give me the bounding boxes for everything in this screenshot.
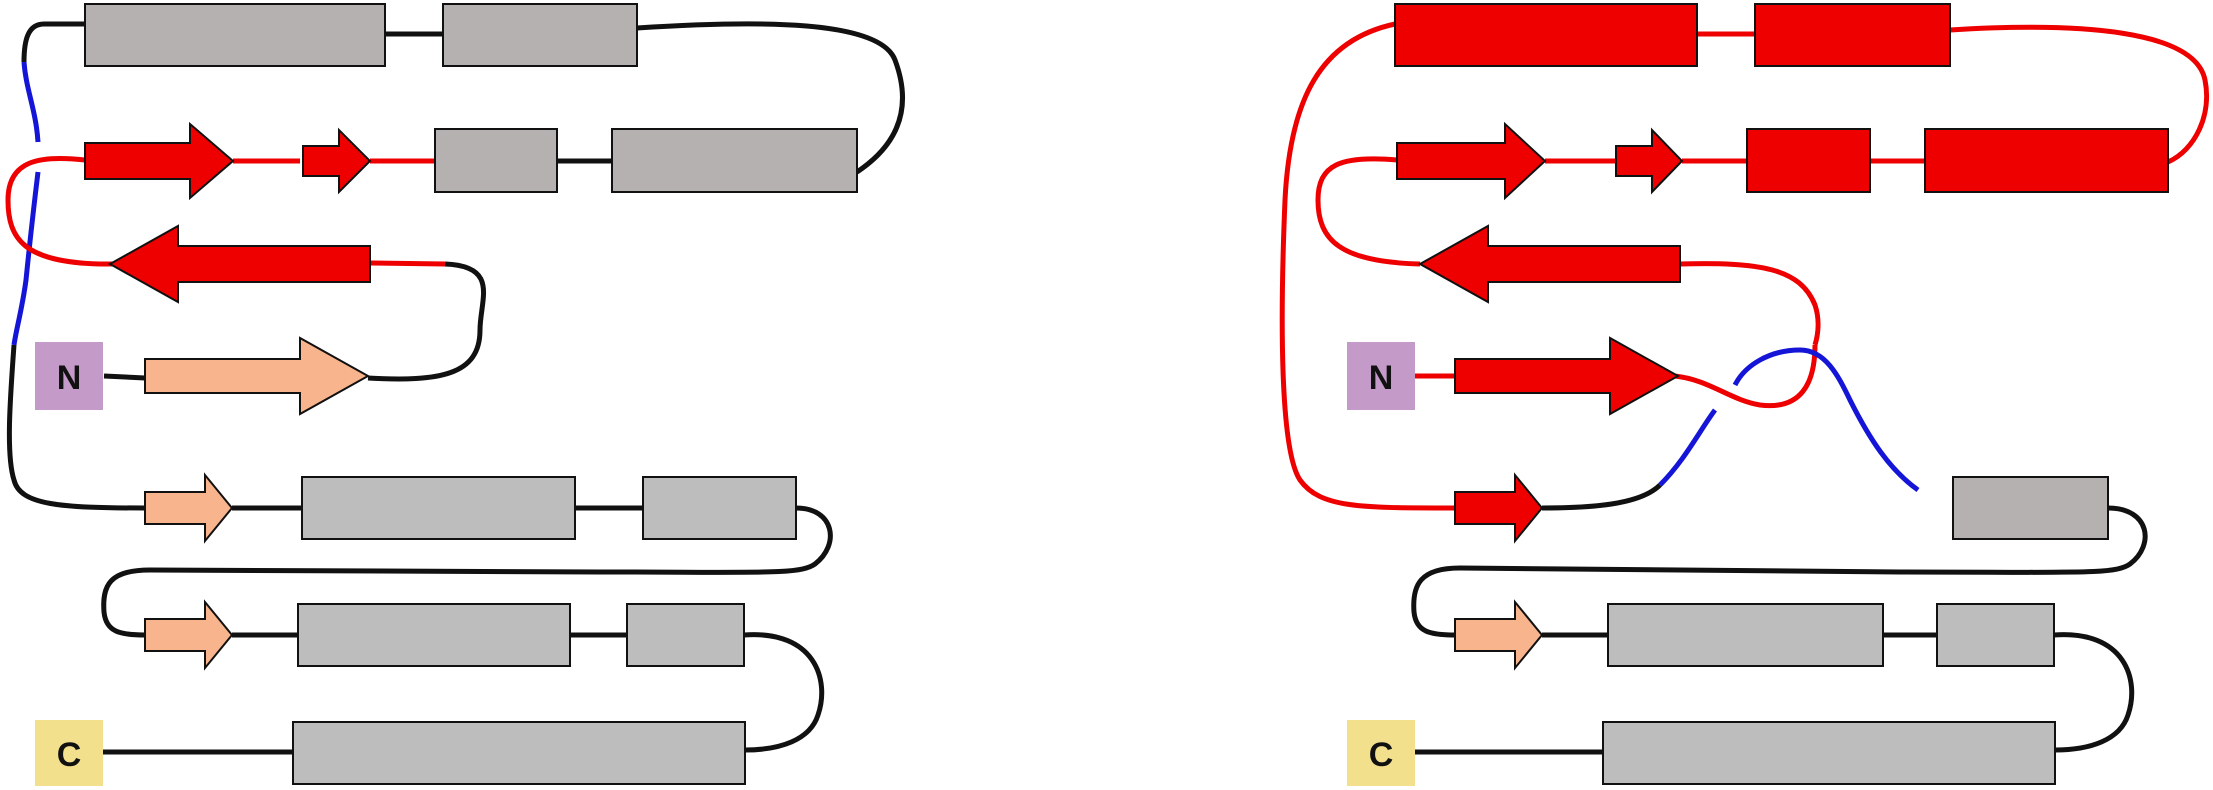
helix (1602, 721, 2056, 785)
left-topology-panel: N C (5, 3, 905, 786)
c-terminus-label: C (1369, 736, 1394, 774)
loop (11, 171, 41, 346)
loop (101, 505, 833, 638)
beta-strand-arrow (1454, 336, 1681, 416)
helix (297, 603, 571, 667)
helix (642, 476, 797, 540)
loop (1674, 344, 1818, 409)
loop (743, 632, 825, 753)
loop (1315, 156, 1421, 267)
beta-strand-arrow (107, 224, 371, 304)
helix (1952, 476, 2109, 540)
c-terminus-box: C (1347, 720, 1415, 786)
beta-strand-arrow (1454, 599, 1544, 671)
beta-strand-arrow (1615, 127, 1684, 195)
helix (442, 3, 638, 67)
loop (1279, 21, 1456, 511)
c-terminus-box: C (35, 720, 103, 786)
beta-strand-arrow (144, 336, 371, 416)
loop (2053, 632, 2135, 753)
beta-strand-arrow (1454, 472, 1544, 544)
n-terminus-label: N (1369, 359, 1394, 397)
loop (1732, 347, 1920, 493)
beta-strand-arrow (1396, 121, 1547, 201)
loop (1541, 483, 1662, 511)
loop (5, 155, 115, 267)
beta-strand-arrow (144, 472, 234, 544)
n-terminus-label: N (57, 359, 82, 397)
beta-strand-arrow (144, 599, 234, 671)
helix (1607, 603, 1884, 667)
helix (626, 603, 745, 667)
beta-strand-arrow (302, 127, 372, 195)
n-terminus-box: N (1347, 342, 1415, 410)
beta-strand-arrow (1417, 224, 1681, 304)
helix (434, 128, 558, 193)
loop (367, 261, 487, 382)
helix (84, 3, 386, 67)
beta-strand-arrow (84, 121, 235, 201)
loop (369, 260, 446, 267)
helix (292, 721, 746, 785)
loop (21, 61, 41, 143)
helix (1746, 128, 1871, 193)
helix (611, 128, 858, 193)
loop (1411, 505, 2148, 638)
loop (1949, 24, 2210, 165)
right-topology-panel: N C (1279, 3, 2210, 786)
loop (103, 373, 146, 381)
c-terminus-label: C (57, 736, 82, 774)
helix (1936, 603, 2055, 667)
n-terminus-box: N (35, 342, 103, 410)
helix (1394, 3, 1698, 67)
helix (1754, 3, 1951, 67)
loop (21, 21, 85, 63)
helix (1924, 128, 2169, 193)
loop (636, 21, 905, 175)
helix (301, 476, 576, 540)
loop (1679, 261, 1821, 346)
loop (1658, 408, 1718, 487)
loop (6, 344, 146, 511)
